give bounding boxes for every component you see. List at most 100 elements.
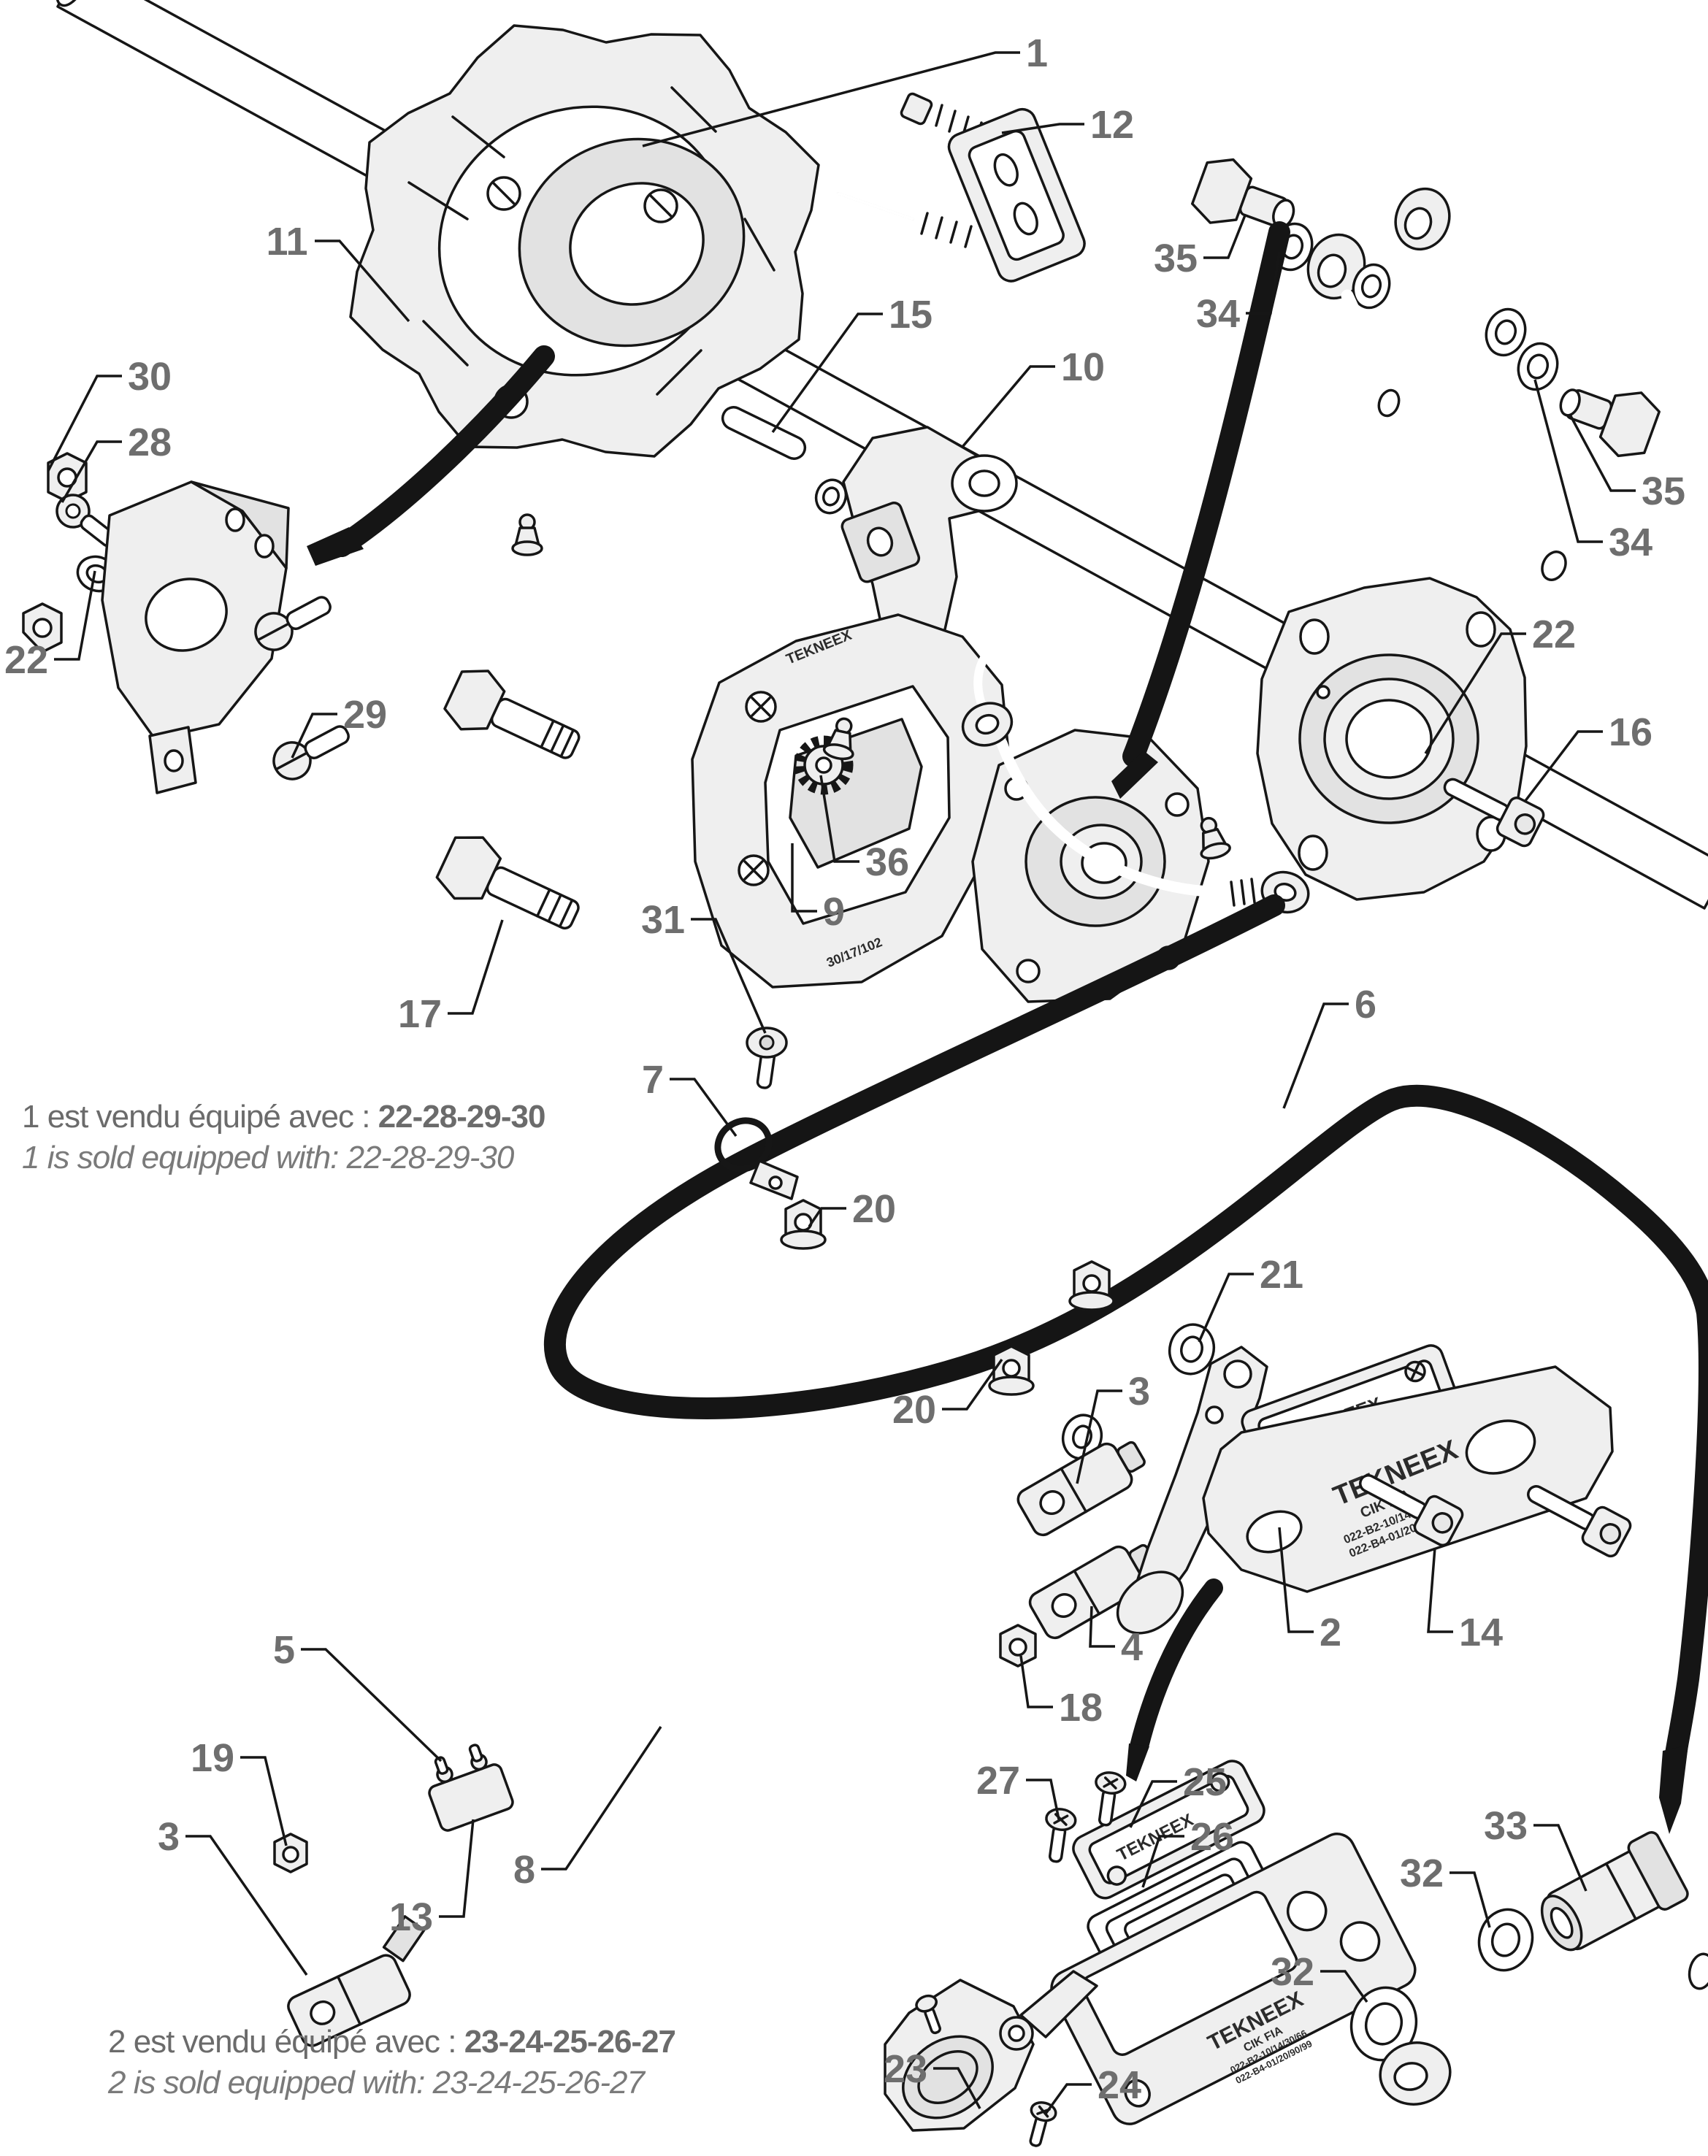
bearing-flange-22 bbox=[1256, 577, 1545, 901]
axle-clamp-group bbox=[22, 452, 290, 794]
leader-line-32 bbox=[1449, 1871, 1491, 1928]
part-label-16: 16 bbox=[1609, 710, 1653, 754]
note1-fr-numbers: 22-28-29-30 bbox=[378, 1099, 546, 1135]
leader-line-9 bbox=[791, 843, 817, 913]
part-label-32: 32 bbox=[1271, 1950, 1314, 1994]
leader-line-4 bbox=[1089, 1606, 1115, 1648]
callout-annotations: 1111235343534221615103028222917369317620… bbox=[4, 31, 1685, 2115]
leader-line-27 bbox=[1026, 1779, 1060, 1820]
part-label-1: 1 bbox=[1026, 31, 1048, 75]
part-label-9: 9 bbox=[823, 890, 845, 934]
note-kit-1: 1 est vendu équipé avec : 22-28-29-30 1 … bbox=[22, 1099, 545, 1176]
leader-line-21 bbox=[1198, 1273, 1254, 1343]
leader-line-14 bbox=[1427, 1547, 1453, 1633]
leader-line-16 bbox=[1523, 730, 1603, 803]
brake-hose-6 bbox=[544, 894, 1708, 1834]
banjo-bolt-set-right bbox=[1394, 187, 1661, 581]
leader-line-20 bbox=[942, 1358, 1003, 1411]
leader-line-34 bbox=[1533, 379, 1603, 543]
set-screw-16 bbox=[1443, 778, 1545, 848]
note2-fr-text: 2 est vendu équipé avec : bbox=[108, 2024, 464, 2060]
leader-line-19 bbox=[240, 1756, 288, 1846]
part-label-22: 22 bbox=[4, 638, 48, 682]
leader-line-6 bbox=[1282, 1002, 1349, 1109]
master-cylinder-2: TEKNEEX TEKNEEX CIK FIA 022-B2-10/14/30/… bbox=[1116, 1344, 1632, 1635]
part-label-31: 31 bbox=[641, 898, 685, 942]
leader-line-32 bbox=[1320, 1970, 1368, 2003]
leader-line-15 bbox=[771, 312, 883, 434]
part-label-14: 14 bbox=[1459, 1611, 1503, 1654]
part-label-26: 26 bbox=[1190, 1815, 1234, 1859]
leader-line-23 bbox=[933, 2067, 981, 2109]
part-label-25: 25 bbox=[1183, 1760, 1227, 1804]
part-label-29: 29 bbox=[343, 693, 387, 737]
part-label-2: 2 bbox=[1320, 1611, 1341, 1654]
brake-lever-13 bbox=[313, 1743, 514, 1933]
note2-en-text: 2 is sold equipped with: 23-24-25-26-27 bbox=[108, 2065, 645, 2101]
leader-line-2 bbox=[1278, 1527, 1314, 1633]
screw-31 bbox=[746, 1027, 788, 1089]
slide-pin-15 bbox=[721, 406, 848, 515]
leader-line-34 bbox=[1246, 251, 1281, 315]
part-label-30: 30 bbox=[128, 355, 172, 399]
leader-line-22 bbox=[54, 570, 96, 661]
part-label-10: 10 bbox=[1061, 345, 1105, 389]
leader-line-31 bbox=[691, 918, 767, 1034]
leader-line-25 bbox=[1129, 1780, 1177, 1828]
nut-19 bbox=[273, 1833, 308, 1873]
leader-line-28 bbox=[61, 440, 122, 503]
part-label-21: 21 bbox=[1260, 1253, 1303, 1297]
leader-line-17 bbox=[448, 919, 504, 1015]
cap-screws-14 bbox=[1359, 1474, 1632, 1558]
brake-caliper: TEKNEEX 30/17/102 bbox=[511, 513, 1310, 1003]
cap-screws-27 bbox=[1045, 1771, 1127, 1863]
rod-end-3-mid bbox=[1016, 1440, 1146, 1537]
part-label-35: 35 bbox=[1154, 237, 1198, 280]
hex-bolts bbox=[435, 670, 581, 930]
part-label-13: 13 bbox=[389, 1895, 433, 1939]
leader-line-13 bbox=[439, 1819, 475, 1918]
brake-rods bbox=[315, 1468, 1050, 1834]
part-label-11: 11 bbox=[266, 220, 307, 264]
part-label-18: 18 bbox=[1059, 1686, 1103, 1730]
leader-line-30 bbox=[47, 375, 122, 472]
part-label-20: 20 bbox=[892, 1388, 936, 1432]
banjo-bolt-set-top bbox=[1191, 158, 1401, 418]
part-label-15: 15 bbox=[889, 293, 932, 337]
part-label-6: 6 bbox=[1355, 983, 1376, 1027]
leader-line-7 bbox=[670, 1078, 738, 1138]
rod-end-3-bottom bbox=[287, 1915, 426, 2047]
part-label-23: 23 bbox=[884, 2047, 927, 2091]
note1-fr-text: 1 est vendu équipé avec : bbox=[22, 1099, 378, 1135]
note-kit-2: 2 est vendu équipé avec : 23-24-25-26-27… bbox=[108, 2024, 676, 2101]
part-label-12: 12 bbox=[1090, 103, 1134, 147]
leader-line-20 bbox=[808, 1207, 846, 1227]
leader-line-12 bbox=[1001, 123, 1084, 134]
nut-18 bbox=[999, 1624, 1037, 1668]
leader-line-3 bbox=[1076, 1389, 1122, 1484]
part-label-22: 22 bbox=[1532, 613, 1576, 656]
slotted-screws-29 bbox=[254, 596, 350, 780]
leader-line-18 bbox=[1019, 1655, 1053, 1708]
part-label-3: 3 bbox=[1128, 1370, 1150, 1413]
part-label-32: 32 bbox=[1400, 1852, 1444, 1895]
leader-line-29 bbox=[291, 713, 337, 759]
brake-disc bbox=[349, 24, 820, 458]
part-label-34: 34 bbox=[1609, 521, 1653, 564]
leader-line-5 bbox=[301, 1648, 443, 1762]
leader-line-35 bbox=[1569, 414, 1636, 492]
part-label-3: 3 bbox=[158, 1815, 180, 1859]
leader-line-8 bbox=[541, 1726, 662, 1871]
bleed-nipples bbox=[511, 513, 1231, 860]
part-label-28: 28 bbox=[128, 421, 172, 464]
part-label-36: 36 bbox=[865, 840, 909, 884]
leader-line-1 bbox=[642, 51, 1020, 147]
motion-arrows bbox=[307, 221, 1290, 1781]
note1-en-text: 1 is sold equipped with: 22-28-29-30 bbox=[22, 1140, 514, 1175]
leader-line-35 bbox=[1203, 215, 1246, 259]
hose-fittings-bottom bbox=[1349, 1830, 1708, 2118]
crossover-pipe bbox=[961, 651, 1310, 914]
leader-line-11 bbox=[315, 239, 410, 323]
part-label-20: 20 bbox=[852, 1187, 896, 1231]
